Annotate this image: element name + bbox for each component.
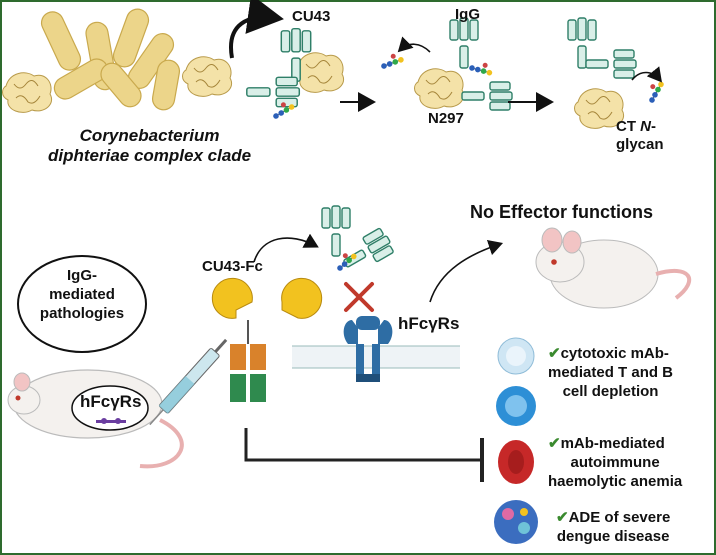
syringe-icon xyxy=(149,338,228,426)
receptor-label: hFcγRs xyxy=(398,314,460,333)
inhibit-x-icon xyxy=(344,282,374,312)
igg-cleavage-icon xyxy=(377,17,513,111)
curved-arrow-icon xyxy=(229,0,284,59)
condition-1: ✔cytotoxic mAb- mediated T and B cell de… xyxy=(548,345,674,400)
enzyme-left-icon xyxy=(2,72,53,113)
product-icon xyxy=(567,17,666,129)
cu43-igg-complex-icon xyxy=(246,27,345,121)
rbc-icon xyxy=(498,440,534,484)
cu43-fc-icon xyxy=(211,277,323,402)
igg-label: IgG xyxy=(455,6,480,23)
arrow-icon xyxy=(429,239,504,303)
enzyme-label: CU43 xyxy=(292,8,331,25)
cell-icon-2 xyxy=(496,386,536,426)
mouse-right-icon xyxy=(535,227,692,309)
pathologies-ellipse xyxy=(17,255,147,353)
enzyme-right-icon xyxy=(182,56,233,97)
outcome-label: No Effector functions xyxy=(470,202,653,222)
mouse-receptor-label: hFcγRs xyxy=(80,392,142,411)
check-icon: ✔ xyxy=(556,509,569,526)
receptor-icon xyxy=(343,316,393,382)
cell-icon-1 xyxy=(497,337,535,375)
n297-label: N297 xyxy=(428,110,464,127)
condition-2: ✔mAb-mediated autoimmune haemolytic anem… xyxy=(548,435,683,490)
check-icon: ✔ xyxy=(548,345,561,362)
check-icon: ✔ xyxy=(548,435,561,452)
virus-icon xyxy=(494,500,538,544)
mouse-icon xyxy=(7,369,184,469)
product-label: CT N- glycan xyxy=(616,118,664,153)
bacteria-cluster xyxy=(40,8,181,111)
inhibition-line-icon xyxy=(244,428,480,462)
arrow-icon xyxy=(253,233,319,263)
fusion-label: CU43-Fc xyxy=(202,258,263,275)
igg-icon xyxy=(321,205,397,277)
condition-3: ✔ADE of severe dengue disease xyxy=(556,509,671,545)
